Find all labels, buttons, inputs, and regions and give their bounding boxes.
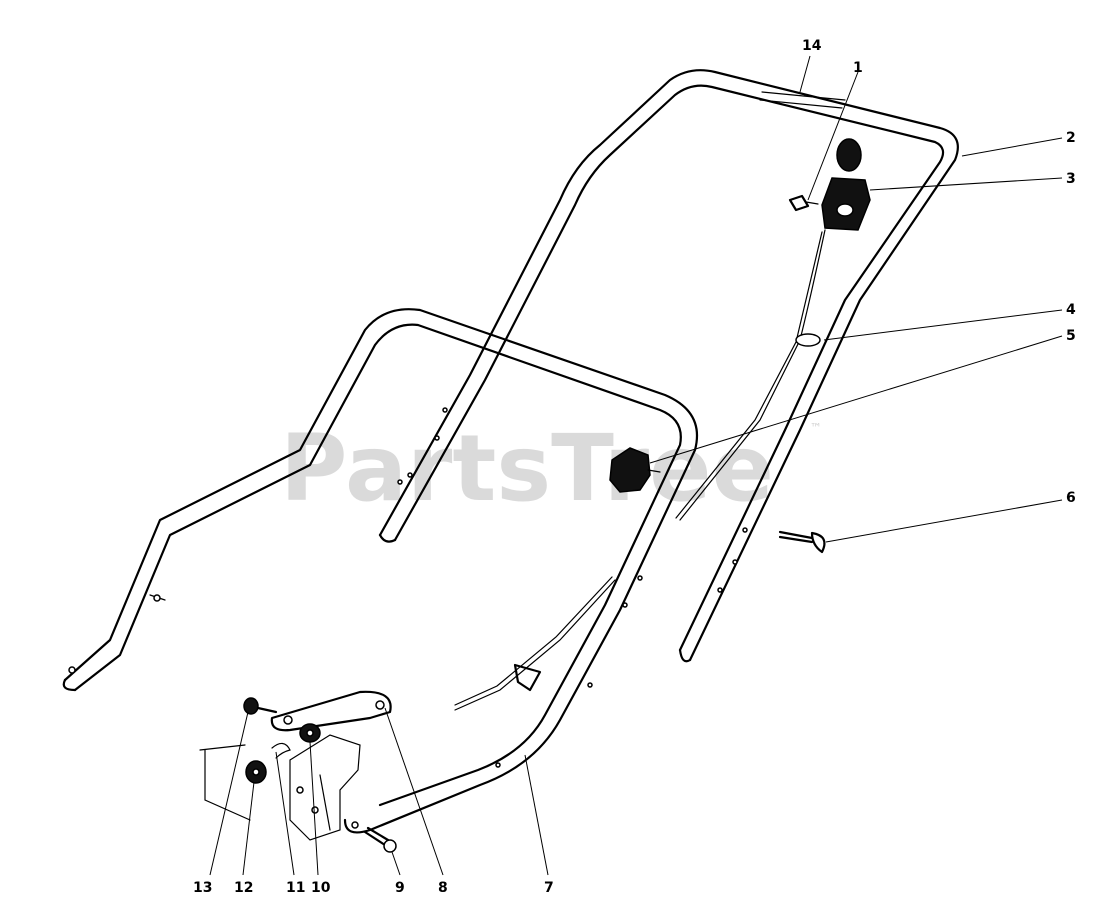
callout-7: 7 bbox=[544, 880, 554, 896]
clip-11 bbox=[271, 742, 291, 759]
callout-12: 12 bbox=[234, 880, 253, 896]
bracket-8 bbox=[270, 690, 392, 732]
lower-handle bbox=[62, 308, 699, 834]
screw-1 bbox=[788, 194, 819, 212]
callout-14: 14 bbox=[802, 38, 822, 54]
washer-10 bbox=[299, 723, 321, 743]
watermark-trademark: ™ bbox=[810, 421, 822, 435]
leader-lines bbox=[209, 55, 1063, 876]
callout-1: 1 bbox=[853, 60, 863, 76]
callout-6: 6 bbox=[1066, 490, 1076, 506]
rivet-hole bbox=[442, 407, 448, 413]
cable-tie-4 bbox=[795, 333, 821, 347]
callout-10: 10 bbox=[311, 880, 331, 896]
bolt-9 bbox=[363, 826, 397, 853]
watermark-text: PartsTree bbox=[280, 415, 774, 522]
deck-mount-plate bbox=[199, 734, 361, 841]
callout-5: 5 bbox=[1066, 328, 1076, 344]
knob-5 bbox=[609, 447, 661, 493]
callout-13: 13 bbox=[193, 880, 212, 896]
callout-4: 4 bbox=[1066, 302, 1076, 318]
bolt-6 bbox=[778, 530, 826, 554]
nut-12 bbox=[245, 760, 267, 784]
callout-11: 11 bbox=[286, 880, 305, 896]
upper-handle bbox=[378, 69, 959, 663]
callout-3: 3 bbox=[1066, 171, 1076, 187]
cable-clip bbox=[513, 663, 542, 692]
callout-9: 9 bbox=[395, 880, 405, 896]
callout-labels: 14 1 2 3 4 5 6 13 12 11 10 9 8 7 bbox=[193, 38, 1076, 896]
bolt-13 bbox=[243, 697, 278, 715]
callout-8: 8 bbox=[438, 880, 448, 896]
callout-2: 2 bbox=[1066, 130, 1076, 146]
grip-14 bbox=[761, 91, 846, 101]
control-lever-3 bbox=[821, 138, 871, 231]
